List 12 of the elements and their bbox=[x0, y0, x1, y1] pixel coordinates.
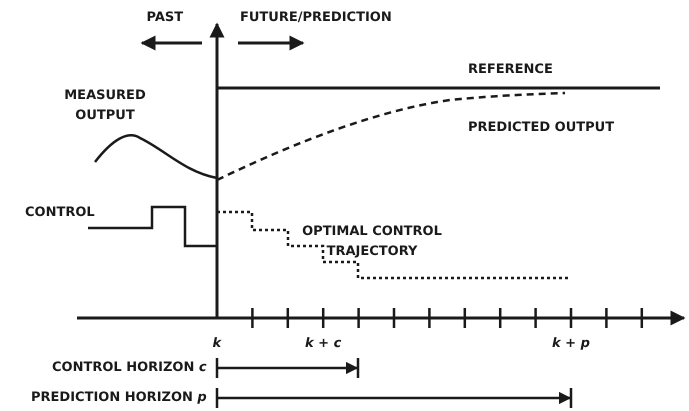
axis-tick-label: k bbox=[212, 335, 222, 353]
signal-label: OPTIMAL CONTROL TRAJECTORY bbox=[301, 223, 443, 261]
curve-label: REFERENCE bbox=[468, 61, 553, 79]
time-label: FUTURE/PREDICTION bbox=[240, 9, 392, 27]
signal-label: CONTROL bbox=[25, 204, 95, 222]
dimension-label: CONTROL HORIZON c bbox=[52, 359, 207, 377]
curve-label: PREDICTED OUTPUT bbox=[468, 119, 614, 137]
axis-tick-label: k + c bbox=[305, 335, 342, 353]
curve-label: MEASURED OUTPUT bbox=[63, 87, 147, 125]
axis-tick-label: k + p bbox=[552, 335, 590, 353]
time-label: PAST bbox=[146, 9, 184, 27]
dimension-label: PREDICTION HORIZON p bbox=[31, 389, 207, 407]
